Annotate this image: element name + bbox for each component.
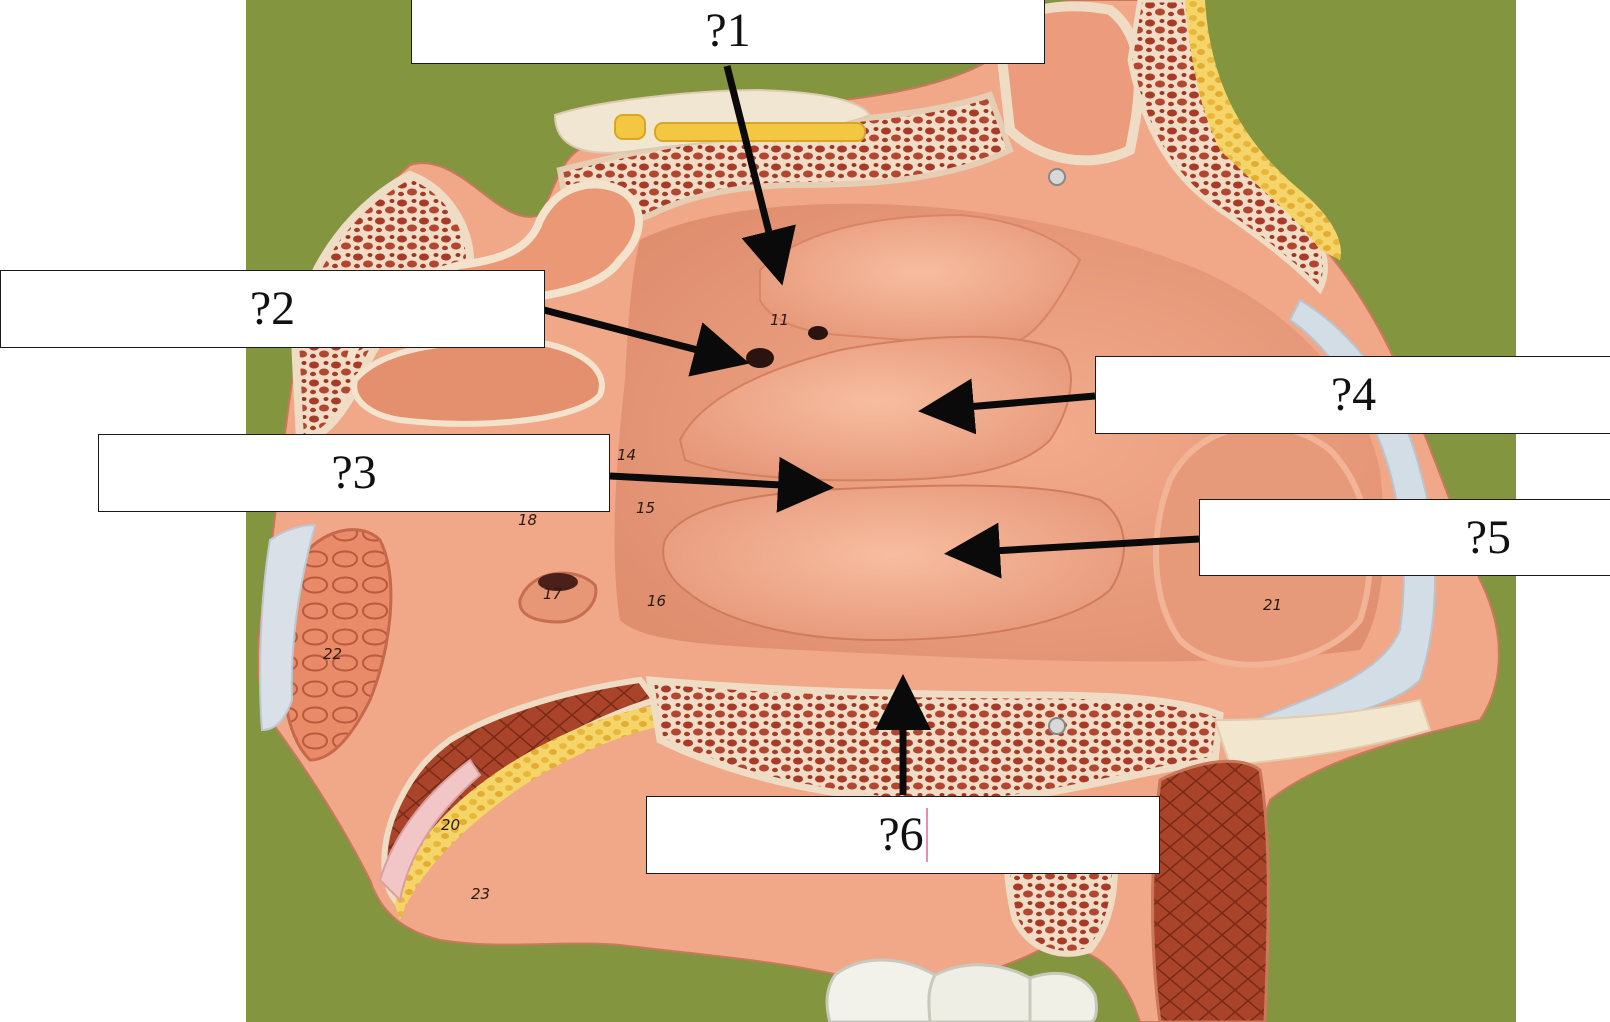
model-number: 14 <box>617 446 636 464</box>
superior-turbinate <box>759 213 1082 344</box>
skin-fat-layer <box>1185 0 1341 260</box>
model-number: 22 <box>323 645 342 663</box>
model-number: 23 <box>471 885 490 903</box>
text-cursor <box>925 808 928 862</box>
palate-lip-cartilage <box>1213 698 1432 767</box>
label-box-1[interactable]: ?1 <box>411 0 1045 64</box>
label-box-6[interactable]: ?6 <box>646 796 1160 874</box>
model-number: 11 <box>770 311 789 329</box>
orbicularis-oris <box>1151 759 1270 1022</box>
label-text-3: ?3 <box>331 446 377 499</box>
uvula-section <box>378 758 482 903</box>
leader-arrow-1 <box>723 65 796 286</box>
posterior-pharynx-band <box>259 523 317 732</box>
model-number: 15 <box>636 499 655 517</box>
label-text-1: ?1 <box>705 4 751 57</box>
model-number: 20 <box>441 816 460 834</box>
label-box-5[interactable]: ?5 <box>1199 499 1610 576</box>
label-text-2: ?2 <box>249 282 296 335</box>
label-box-4[interactable]: ?4 <box>1095 356 1610 434</box>
model-number: 18 <box>518 511 537 529</box>
leader-arrow-2 <box>543 306 750 377</box>
model-number: 21 <box>1263 596 1282 614</box>
label-text-6: ?6 <box>878 808 924 861</box>
leader-arrow-3 <box>609 456 834 513</box>
label-text-4: ?4 <box>1330 368 1377 421</box>
palate-fat-layer <box>395 705 665 920</box>
model-number: 16 <box>647 592 666 610</box>
sinus-ostium <box>746 348 774 368</box>
label-box-2[interactable]: ?2 <box>0 270 545 348</box>
label-text-5: ?5 <box>1465 510 1511 564</box>
model-number: 17 <box>543 585 563 603</box>
leader-arrow-4 <box>918 378 1096 435</box>
label-box-3[interactable]: ?3 <box>98 434 610 512</box>
leader-arrow-5 <box>944 522 1200 579</box>
